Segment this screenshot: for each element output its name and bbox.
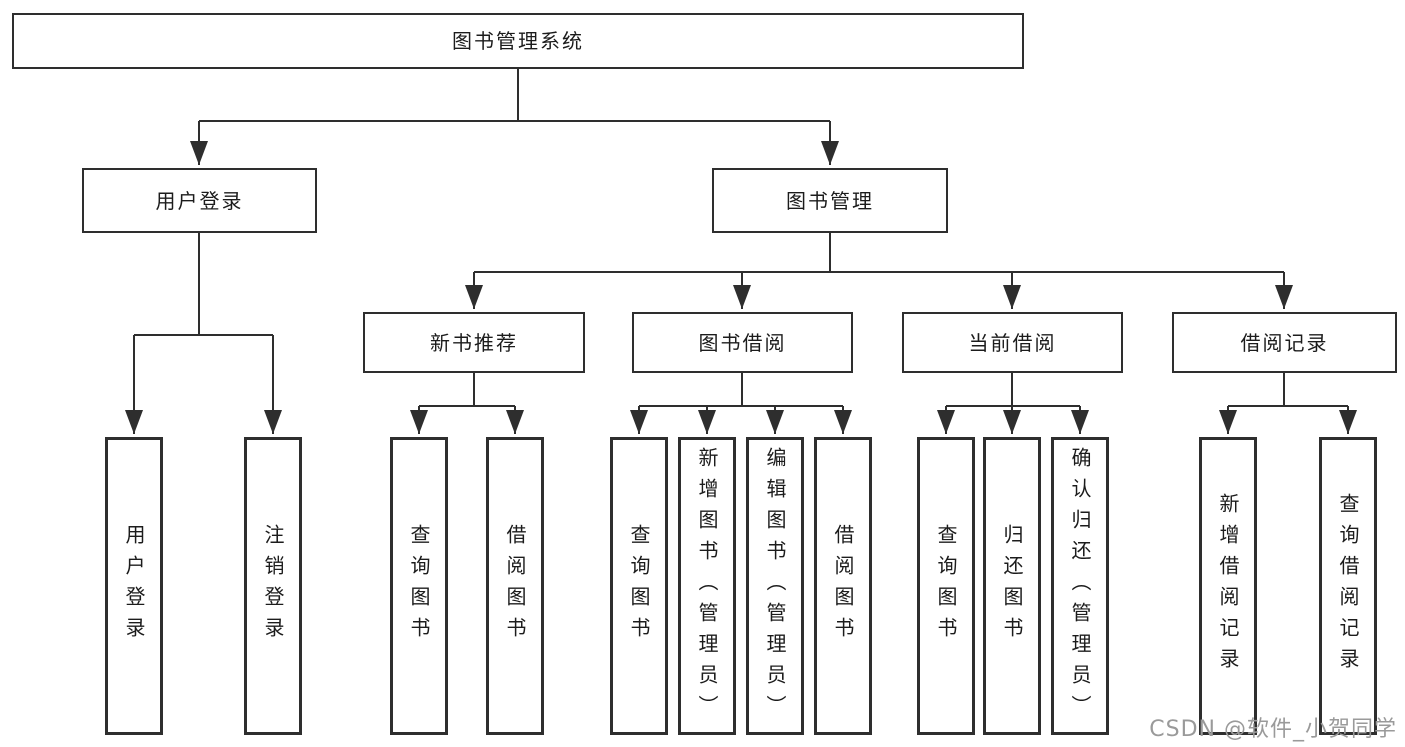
leaf-logout-login: 注销登录	[244, 437, 302, 735]
node-new-book-recommend-label: 新书推荐	[430, 330, 518, 355]
leaf-return-book: 归还图书	[983, 437, 1041, 735]
node-user-login-label: 用户登录	[155, 188, 244, 213]
leaf-query-books-current-label: 查询图书	[934, 524, 958, 648]
node-borrow-records-label: 借阅记录	[1240, 330, 1329, 355]
node-book-borrow: 图书借阅	[632, 312, 853, 373]
leaf-edit-book-admin: 编辑图书（管理员）	[746, 437, 804, 735]
leaf-add-borrow-record: 新增借阅记录	[1199, 437, 1257, 735]
leaf-query-books-borrow-label: 查询图书	[627, 524, 651, 648]
leaf-add-book-admin: 新增图书（管理员）	[678, 437, 736, 735]
leaf-add-borrow-record-label: 新增借阅记录	[1216, 493, 1240, 679]
leaf-query-books-borrow: 查询图书	[610, 437, 668, 735]
leaf-borrow-books-2-label: 借阅图书	[831, 524, 855, 648]
node-borrow-records: 借阅记录	[1172, 312, 1397, 373]
leaf-borrow-books-2: 借阅图书	[814, 437, 872, 735]
node-user-login: 用户登录	[82, 168, 317, 233]
leaf-query-borrow-record-label: 查询借阅记录	[1336, 493, 1360, 679]
leaf-add-book-admin-label: 新增图书（管理员）	[695, 446, 719, 726]
leaf-confirm-return-admin: 确认归还（管理员）	[1051, 437, 1109, 735]
leaf-user-login: 用户登录	[105, 437, 163, 735]
leaf-user-login-label: 用户登录	[122, 524, 146, 648]
node-root-label: 图书管理系统	[452, 29, 584, 53]
leaf-query-books-recommend-label: 查询图书	[407, 524, 431, 648]
leaf-query-books-recommend: 查询图书	[390, 437, 448, 735]
node-current-borrow: 当前借阅	[902, 312, 1123, 373]
leaf-return-book-label: 归还图书	[1000, 524, 1024, 648]
csdn-watermark: CSDN @软件_小贺同学	[1149, 717, 1397, 742]
node-book-borrow-label: 图书借阅	[698, 330, 787, 355]
node-book-management-label: 图书管理	[786, 188, 874, 213]
leaf-borrow-books-recommend: 借阅图书	[486, 437, 544, 735]
node-book-management: 图书管理	[712, 168, 948, 233]
leaf-logout-login-label: 注销登录	[261, 524, 285, 648]
leaf-edit-book-admin-label: 编辑图书（管理员）	[763, 446, 787, 726]
node-current-borrow-label: 当前借阅	[968, 330, 1057, 355]
node-root: 图书管理系统	[12, 13, 1024, 69]
leaf-confirm-return-admin-label: 确认归还（管理员）	[1068, 446, 1092, 726]
leaf-query-books-current: 查询图书	[917, 437, 975, 735]
leaf-borrow-books-recommend-label: 借阅图书	[503, 524, 527, 648]
leaf-query-borrow-record: 查询借阅记录	[1319, 437, 1377, 735]
node-new-book-recommend: 新书推荐	[363, 312, 585, 373]
